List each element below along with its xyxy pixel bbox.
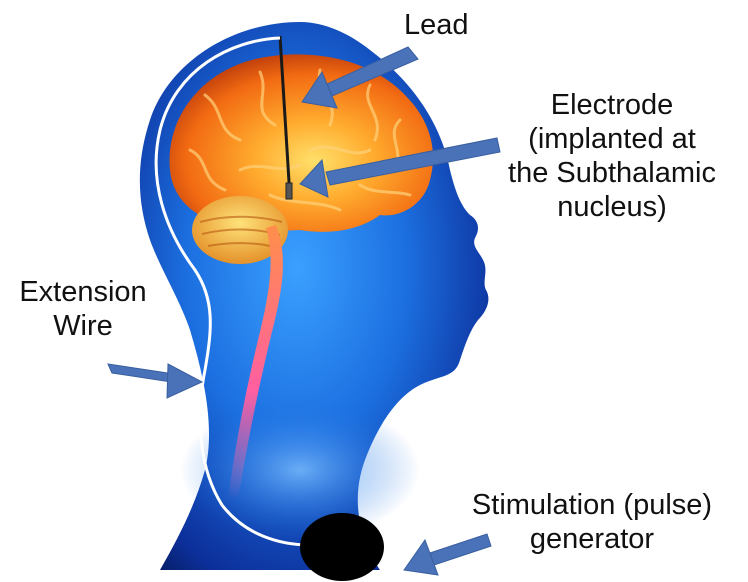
label-extension-line2: Wire xyxy=(8,309,158,343)
label-electrode-line3: the Subthalamic xyxy=(492,156,732,190)
electrode-tip xyxy=(286,183,292,199)
label-electrode-line2: (implanted at xyxy=(492,122,732,156)
label-generator-line1: Stimulation (pulse) xyxy=(444,488,740,522)
label-lead-text: Lead xyxy=(404,8,469,42)
label-electrode-line4: nucleus) xyxy=(492,190,732,224)
label-generator-line2: generator xyxy=(444,522,740,556)
label-extension-line1: Extension xyxy=(8,275,158,309)
pulse-generator xyxy=(300,513,384,581)
label-electrode: Electrode (implanted at the Subthalamic … xyxy=(492,88,732,224)
neck-glow xyxy=(180,400,420,540)
label-extension-wire: Extension Wire xyxy=(8,275,158,343)
label-electrode-line1: Electrode xyxy=(492,88,732,122)
label-generator: Stimulation (pulse) generator xyxy=(444,488,740,556)
arrow-extension xyxy=(108,364,202,398)
label-lead: Lead xyxy=(404,8,469,42)
